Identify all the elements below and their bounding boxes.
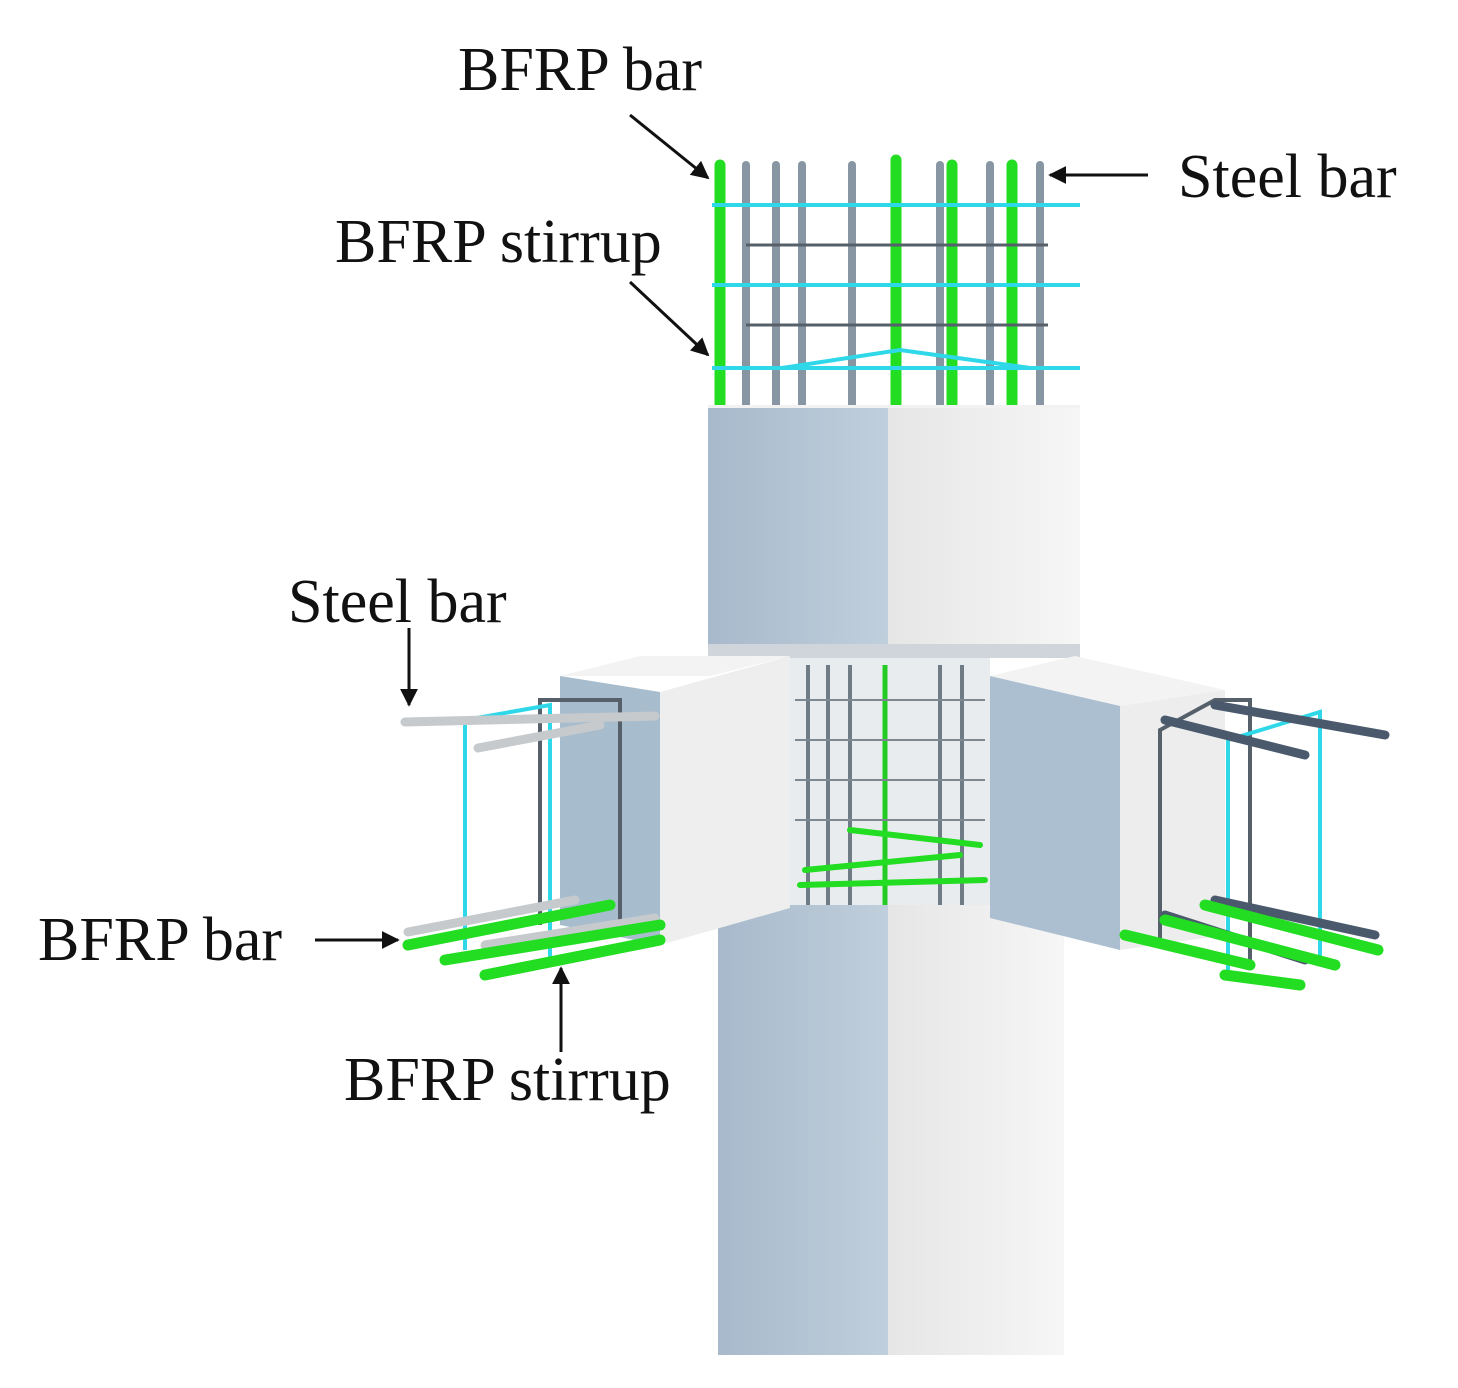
top-bfrp-stirrups [712, 203, 1080, 370]
arrow-top-bfrp-stirrup [628, 280, 710, 357]
left-steel-stirrup [538, 698, 622, 935]
right-beam [990, 656, 1225, 950]
arrow-top-bfrp-bar [629, 113, 710, 180]
lower-column-left-face [718, 905, 888, 1355]
left-beam [560, 656, 790, 945]
label-top-steel-bar: Steel bar [1178, 143, 1397, 211]
left-bfrp-stirrup [463, 702, 552, 960]
lower-column [718, 905, 1064, 1355]
upper-column-right-face [888, 408, 1080, 644]
top-steel-stirrups [746, 243, 1048, 327]
labels: BFRP bar Steel bar BFRP stirrup Steel ba… [38, 36, 1397, 1114]
joint-core [708, 644, 1080, 908]
right-beam-top-face [990, 656, 1225, 706]
left-steel-bars [400, 711, 660, 950]
left-beam-side-face [660, 656, 790, 945]
left-bfrp-bars [402, 899, 666, 981]
upper-column-left-face [708, 408, 888, 644]
right-steel-stirrup [1158, 698, 1252, 960]
label-bottom-bfrp-stirrup: BFRP stirrup [344, 1046, 671, 1114]
right-beam-rebar [1119, 698, 1390, 991]
label-left-bfrp-bar: BFRP bar [38, 906, 282, 974]
label-top-bfrp-stirrup: BFRP stirrup [335, 208, 662, 276]
right-beam-side-face [990, 676, 1120, 950]
left-beam-end-face [560, 676, 660, 945]
right-bfrp-stirrup [1226, 709, 1322, 970]
right-beam-end-face [1120, 690, 1225, 950]
upper-column [708, 405, 1080, 644]
label-top-bfrp-bar: BFRP bar [458, 36, 702, 104]
top-rebar-cage [712, 154, 1080, 414]
left-beam-top-face [560, 656, 790, 676]
left-beam-rebar [400, 698, 666, 981]
label-left-steel-bar: Steel bar [288, 568, 507, 636]
right-bfrp-bars [1119, 899, 1384, 991]
lower-column-right-face [888, 905, 1064, 1355]
annotation-arrows [315, 113, 1148, 1052]
